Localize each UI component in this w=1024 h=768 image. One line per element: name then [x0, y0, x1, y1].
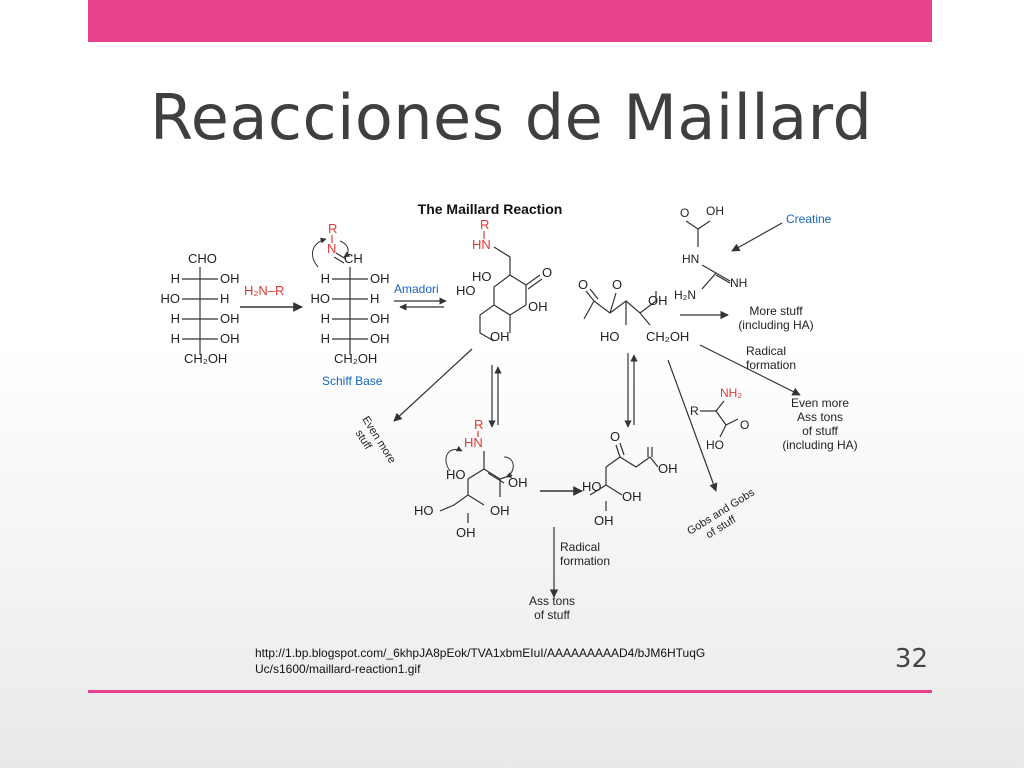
glucose-right-1: OH: [220, 271, 240, 286]
schiff-right-3: OH: [370, 311, 390, 326]
radical-formation-2-line-2: formation: [560, 554, 610, 568]
deoxyosone-ho: HO: [582, 479, 602, 494]
deoxyosone-structure: O OH HO OH OH: [582, 429, 678, 528]
top-accent-bar: [88, 0, 932, 42]
glucose-left-4: H: [171, 331, 180, 346]
radical-formation-1-line-2: formation: [746, 358, 796, 372]
dicarbonyl-o-1: O: [578, 277, 588, 292]
source-url[interactable]: http://1.bp.blogspot.com/_6khpJA8pEok/TV…: [255, 645, 775, 677]
glucose-left-1: H: [171, 271, 180, 286]
glucose-right-4: OH: [220, 331, 240, 346]
schiff-n: N: [327, 241, 336, 256]
deoxyosone-o: O: [610, 429, 620, 444]
amadori-label: Amadori: [394, 282, 439, 296]
glucose-ch2oh: CH₂OH: [184, 351, 227, 366]
arrow-to-gobs: [667, 359, 718, 492]
dicarbonyl-ch2oh: CH₂OH: [646, 329, 689, 344]
schiff-ch2oh: CH₂OH: [334, 351, 377, 366]
creatine-o: O: [680, 206, 689, 220]
source-url-line-1: http://1.bp.blogspot.com/_6khpJA8pEok/TV…: [255, 646, 706, 660]
amino-o: O: [740, 418, 749, 432]
dicarbonyl-oh: OH: [648, 293, 668, 308]
amino-nh2: NH₂: [720, 386, 742, 400]
schiff-left-1: H: [321, 271, 330, 286]
enaminol-oh: OH: [508, 475, 528, 490]
bottom-accent-line: [88, 690, 932, 693]
schiff-ch: CH: [344, 251, 363, 266]
dicarbonyl-ho: HO: [600, 329, 620, 344]
enaminol-hn: HN: [464, 435, 483, 450]
creatine-h2n: H₂N: [674, 288, 696, 302]
glucose-cho: CHO: [188, 251, 217, 266]
schiff-left-3: H: [321, 311, 330, 326]
diagram-title: The Maillard Reaction: [418, 201, 563, 217]
amadori-product-structure: R HN O HO HO OH OH: [456, 217, 552, 344]
glucose-right-3: OH: [220, 311, 240, 326]
amine-reagent: H₂N–R: [244, 283, 284, 298]
slide-title: Reacciones de Maillard: [150, 81, 873, 154]
deoxyosone-oh-3: OH: [594, 513, 614, 528]
creatine-hn: HN: [682, 252, 699, 266]
arrow-to-even-more-ass-tons: [699, 344, 801, 396]
amadori-o: O: [542, 265, 552, 280]
ass-tons-line-1: Ass tons: [529, 594, 575, 608]
amadori-oh-2: OH: [490, 329, 510, 344]
even-more-ass-tons-line-3: of stuff: [802, 424, 838, 438]
amino-acid-structure: NH₂ R O HO: [690, 386, 749, 452]
deoxyosone-oh-2: OH: [622, 489, 642, 504]
enaminol-structure: R HN HO OH HO OH OH: [414, 417, 528, 540]
deoxyosone-oh: OH: [658, 461, 678, 476]
arrow-to-even-more-stuff: [393, 348, 473, 422]
maillard-reaction-diagram: The Maillard Reaction CHO H OH HO H H OH…: [161, 201, 858, 622]
amadori-ho-2: HO: [456, 283, 476, 298]
glucose-structure: CHO H OH HO H H OH H OH CH₂OH: [161, 251, 240, 366]
enaminol-oh-2: OH: [490, 503, 510, 518]
creatine-structure: O OH HN NH H₂N: [674, 204, 747, 302]
dicarbonyl-o-2: O: [612, 277, 622, 292]
enaminol-ho-2: HO: [414, 503, 434, 518]
amino-ho: HO: [706, 438, 724, 452]
dicarbonyl-structure: O O OH HO CH₂OH: [578, 277, 689, 344]
amadori-r: R: [480, 217, 489, 232]
schiff-base-structure: R N CH H OH HO H H OH H OH CH₂OH Schiff …: [311, 221, 390, 388]
schiff-r: R: [328, 221, 337, 236]
schiff-right-2: H: [370, 291, 379, 306]
schiff-left-2: HO: [311, 291, 331, 306]
amino-r: R: [690, 404, 699, 418]
ass-tons-line-2: of stuff: [534, 608, 570, 622]
schiff-right-1: OH: [370, 271, 390, 286]
amadori-ho-1: HO: [472, 269, 492, 284]
schiff-base-label: Schiff Base: [322, 374, 383, 388]
even-more-ass-tons-line-4: (including HA): [782, 438, 857, 452]
page-number: 32: [894, 644, 928, 674]
glucose-left-2: HO: [161, 291, 181, 306]
schiff-right-4: OH: [370, 331, 390, 346]
amadori-hn: HN: [472, 237, 491, 252]
schiff-left-4: H: [321, 331, 330, 346]
more-stuff-line-2: (including HA): [738, 318, 813, 332]
creatine-nh: NH: [730, 276, 747, 290]
arrow-creatine: [731, 222, 783, 252]
radical-formation-1-line-1: Radical: [746, 344, 786, 358]
more-stuff-line-1: More stuff: [749, 304, 803, 318]
enaminol-ho: HO: [446, 467, 466, 482]
even-more-ass-tons-line-1: Even more: [791, 396, 849, 410]
source-url-line-2: Uc/s1600/maillard-reaction1.gif: [255, 662, 421, 676]
radical-formation-2-line-1: Radical: [560, 540, 600, 554]
glucose-left-3: H: [171, 311, 180, 326]
amadori-oh-1: OH: [528, 299, 548, 314]
creatine-label: Creatine: [786, 212, 832, 226]
enaminol-oh-3: OH: [456, 525, 476, 540]
enaminol-r: R: [474, 417, 483, 432]
glucose-right-2: H: [220, 291, 229, 306]
even-more-ass-tons-line-2: Ass tons: [797, 410, 843, 424]
creatine-oh: OH: [706, 204, 724, 218]
